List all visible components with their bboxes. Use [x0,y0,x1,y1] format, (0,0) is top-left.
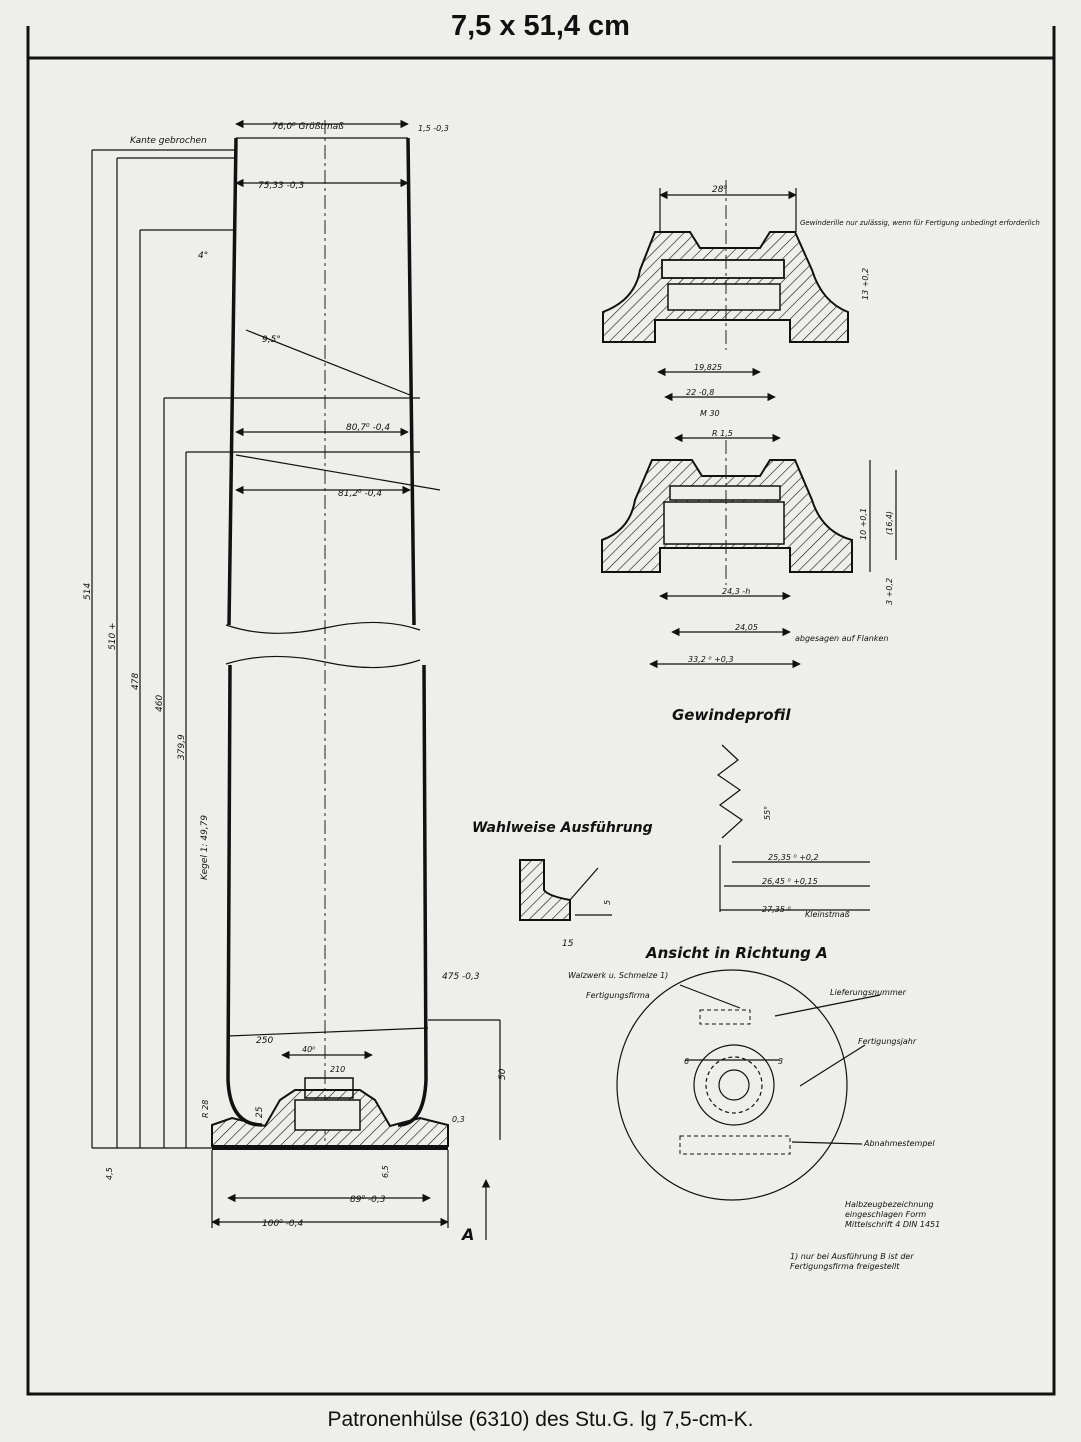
dim-r03-label: 0,3 [452,1115,465,1124]
primer-dim-28: 28⁰ [712,185,727,195]
primer-dim-22: 22 -0,8 [686,388,714,397]
length-478-label: 478 [131,673,141,690]
thread-note: Kleinstmaß [805,910,850,919]
primer-thread-note: Gewinderille nur zulässig, wenn für Fert… [800,219,1040,227]
thread-profile-title: Gewindeprofil [672,706,791,724]
delivery-label: Lieferungsnummer [830,988,907,997]
primer-pocket-detail [601,180,897,669]
primer-dim-r15: R 1,5 [712,429,733,438]
base-diameter-label: 100⁰ -0,4 [262,1219,303,1229]
rolled-label: Walzwerk u. Schmelze 1) [568,971,668,980]
thread-angle: 55° [763,806,772,820]
dia-81-label: 81,2⁰ -0,4 [338,489,382,499]
alt-design-dim: 5 [603,900,612,905]
length-460-label: 460 [155,695,165,712]
dim-475-label: 475 -0,3 [442,972,480,982]
dim-40-label: 40⁰ [302,1045,316,1054]
view-a-dim-3: 3 [778,1057,783,1066]
label-note: Halbzeugbezeichnung eingeschlagen Form M… [845,1200,941,1229]
alternative-design: Wahlweise Ausführung 5 15 [472,820,653,949]
dim-65-label: 6,5 [381,1165,390,1178]
rim-diameter-label: 89⁰ -0,3 [350,1195,386,1205]
stamp-label: Abnahmestempel [863,1139,935,1148]
dim-25-label: 25 [255,1106,265,1118]
alt-design-title: Wahlweise Ausführung [472,820,653,836]
shoulder-angle-label: 4° [198,251,208,261]
dim-50-label: 50 [498,1068,508,1080]
thread-profile: Gewindeprofil 55° 25,35 ⁰ +0,2 26,45 ⁰ +… [672,706,870,919]
maker-label: Fertigungsfirma [586,991,650,1000]
primer-dim-3: 3 +0,2 [885,578,894,605]
dim-r28-label: R 28 [201,1100,210,1118]
cartridge-case-view [91,119,501,1240]
length-510-label: 510 + [108,622,118,650]
primer-dim-24b: 24,05 [735,623,758,632]
dim-250-label: 250 [256,1036,273,1046]
thread-dim-a: 25,35 ⁰ +0,2 [768,853,819,862]
primer-dim-side: 13 +0,2 [861,268,870,300]
dia-80-label: 80,7⁰ -0,4 [346,423,390,433]
edge-note: Kante gebrochen [130,136,207,146]
primer-dim-33: 33,2 ⁰ +0,3 [688,655,734,664]
thread-dim-b: 26,45 ⁰ +0,15 [762,877,818,886]
primer-dim-24: 24,3 -h [722,587,750,596]
view-letter: A [460,1225,474,1244]
dim-45-label: 4,5 [105,1167,114,1180]
primer-dim-19: 19,825 [694,363,722,372]
length-514-label: 514 [83,583,93,600]
view-a-title: Ansicht in Richtung A [645,944,828,962]
thread-dim-c: 27,35 ⁰ [762,905,791,914]
primer-flank-note: abgesagen auf Flanken [795,634,888,643]
top-width-label: 76,0⁰ Größtmaß [272,122,344,132]
drawing-frame [26,26,1056,1396]
footnote: 1) nur bei Ausführung B ist der Fertigun… [790,1252,914,1271]
primer-dim-16: (16,4) [885,511,894,535]
figure-caption: Patronenhülse (6310) des Stu.G. lg 7,5-c… [327,1408,754,1431]
neck-angle-label: 9,5° [262,335,281,345]
primer-dim-m: M 30 [700,409,720,418]
mouth-diameter-label: 75,33 -0,3 [258,181,304,191]
view-a: Ansicht in Richtung A [616,944,881,1201]
taper-note: Kegel 1: 49,79 [200,815,210,880]
alt-design-angle: 15 [562,939,574,949]
page-title: 7,5 x 51,4 cm [451,10,630,42]
view-a-dim-6: 6 [684,1057,689,1066]
length-379-label: 379,9 [177,734,187,760]
top-tolerance-label: 1,5 -0,3 [418,124,449,133]
year-label: Fertigungsjahr [858,1037,917,1046]
dim-210-label: 210 [330,1065,345,1074]
primer-dim-10: 10 +0,1 [859,508,868,540]
